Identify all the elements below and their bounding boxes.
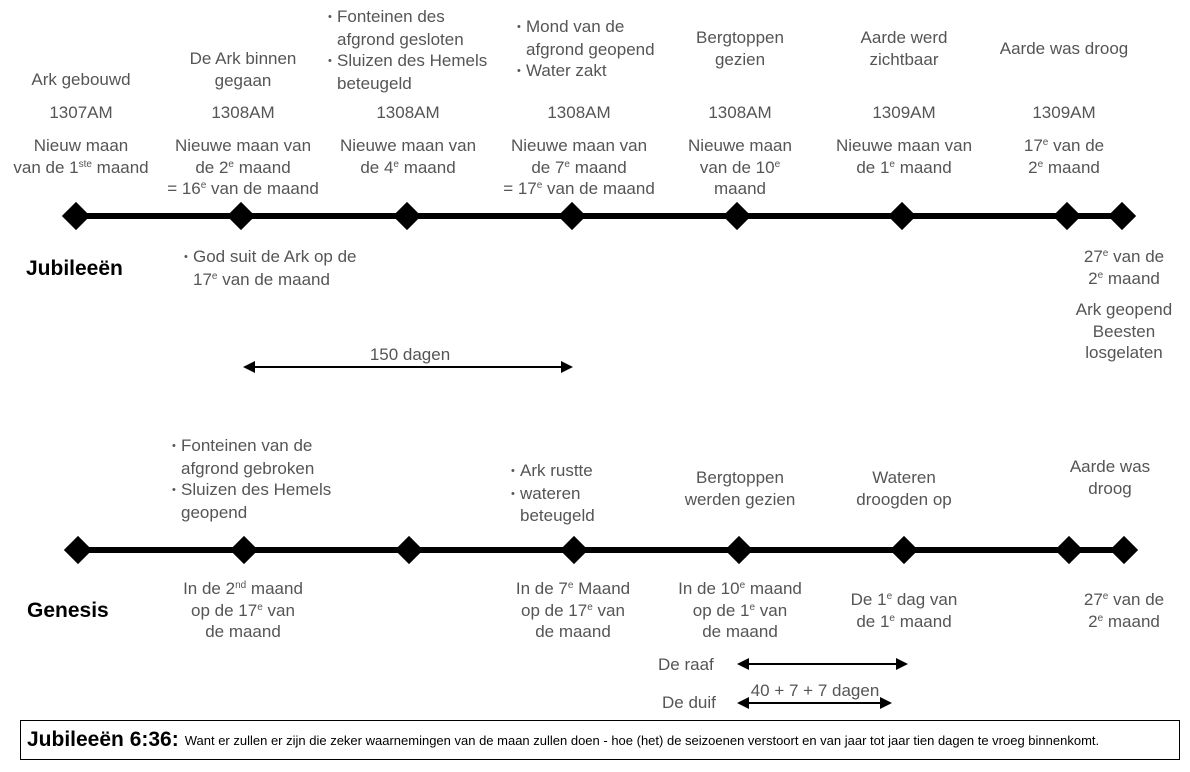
event-caption: Bergtoppen werden gezien xyxy=(684,468,796,509)
timeline-marker xyxy=(226,201,256,231)
dove-arrow xyxy=(737,697,892,709)
below-bullet: God suit de Ark op de 17e van de maand xyxy=(184,246,394,290)
raven-label: De raaf xyxy=(658,655,714,674)
year-label: 1308AM xyxy=(376,103,440,122)
moon-caption: 17e van de 2e maand xyxy=(1023,136,1105,177)
span-label: 150 dagen xyxy=(369,345,451,364)
raven-arrow xyxy=(737,658,908,670)
timeline-marker xyxy=(392,201,422,231)
event-caption: Wateren droogden op xyxy=(856,468,952,509)
event-bullets: Ark rustte wateren beteugeld xyxy=(511,460,641,527)
genesis-label: Genesis xyxy=(27,599,109,622)
timeline-marker xyxy=(394,535,424,565)
event-caption: Bergtoppen gezien xyxy=(696,28,784,69)
dove-label: De duif xyxy=(662,693,716,712)
genesis-timeline-line xyxy=(76,547,1124,553)
footer-quote-box: Jubileeën 6:36: Want er zullen er zijn d… xyxy=(20,720,1180,760)
timeline-marker xyxy=(1054,535,1084,565)
jubilees-timeline-line xyxy=(76,213,1124,219)
timeline-marker xyxy=(722,201,752,231)
end-date: 27e van de 2e maand xyxy=(1083,247,1165,288)
date-caption: De 1e dag van de 1e maand xyxy=(850,590,958,631)
event-caption: Aarde was droog xyxy=(999,39,1129,58)
event-caption: Aarde werd zichtbaar xyxy=(860,28,948,69)
year-label: 1308AM xyxy=(708,103,772,122)
end-date: 27e van de 2e maand xyxy=(1083,590,1165,631)
moon-caption: Nieuw maan van de 1ste maand xyxy=(13,136,149,177)
timeline-marker xyxy=(1052,201,1082,231)
event-caption: Aarde was droog xyxy=(1069,457,1151,498)
event-caption: De Ark binnen gegaan xyxy=(189,49,297,90)
footer-reference: Jubileeën 6:36: xyxy=(27,728,179,751)
moon-caption: Nieuwe maan van de 1e maand xyxy=(835,136,973,177)
timeline-marker xyxy=(1107,201,1137,231)
end-caption: Ark geopend Beesten losgelaten xyxy=(1075,300,1173,362)
timeline-marker xyxy=(61,201,91,231)
year-label: 1308AM xyxy=(547,103,611,122)
span-arrow xyxy=(243,361,573,373)
jubilees-label: Jubileeën xyxy=(26,257,123,280)
date-caption: In de 2nd maand op de 17e van de maand xyxy=(183,579,303,641)
event-bullets: Fonteinen van de afgrond gebroken Sluize… xyxy=(172,435,352,523)
moon-caption: Nieuwe maan van de 10e maand xyxy=(688,136,792,198)
dove-span-label: 40 + 7 + 7 dagen xyxy=(750,681,880,700)
footer-quote: Want er zullen er zijn die zeker waarnem… xyxy=(184,732,1100,748)
timeline-marker xyxy=(229,535,259,565)
moon-caption: Nieuwe maan van de 2e maand = 16e van de… xyxy=(167,136,319,198)
timeline-marker xyxy=(557,201,587,231)
date-caption: In de 7e Maand op de 17e van de maand xyxy=(515,579,631,641)
moon-caption: Nieuwe maan van de 7e maand = 17e van de… xyxy=(503,136,655,198)
year-label: 1309AM xyxy=(1032,103,1096,122)
timeline-marker xyxy=(63,535,93,565)
event-bullets: Fonteinen des afgrond gesloten Sluizen d… xyxy=(328,6,508,94)
year-label: 1309AM xyxy=(872,103,936,122)
timeline-marker xyxy=(887,201,917,231)
date-caption: In de 10e maand op de 1e van de maand xyxy=(678,579,802,641)
timeline-marker xyxy=(1109,535,1139,565)
timeline-marker xyxy=(559,535,589,565)
year-label: 1307AM xyxy=(49,103,113,122)
event-bullets: Mond van de afgrond geopend Water zakt xyxy=(517,16,677,83)
timeline-marker xyxy=(889,535,919,565)
moon-caption: Nieuwe maan van de 4e maand xyxy=(339,136,477,177)
timeline-marker xyxy=(724,535,754,565)
year-label: 1308AM xyxy=(211,103,275,122)
event-caption: Ark gebouwd xyxy=(31,70,131,89)
